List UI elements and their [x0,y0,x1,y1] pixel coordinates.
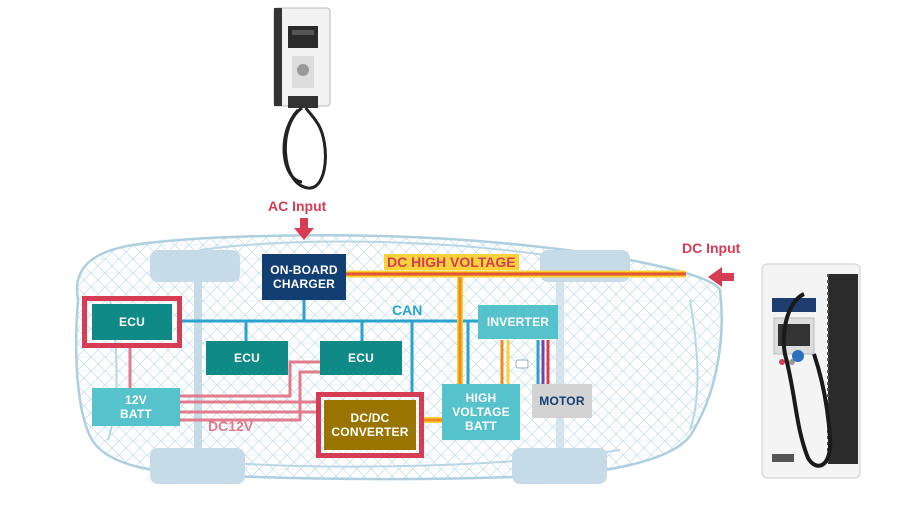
dc12v-label: DC12V [208,418,254,434]
ecu-middle-block: ECU [206,341,288,375]
dc-input-label: DC Input [682,240,741,256]
dc-high-voltage-label: DC HIGH VOLTAGE [384,254,519,270]
high-voltage-batt-block: HIGH VOLTAGE BATT [442,384,520,440]
ac-wall-charger-icon [273,7,331,190]
ac-input-label: AC Input [268,198,327,214]
dc-input-arrow-icon [708,267,734,287]
inverter-block: INVERTER [478,305,558,339]
motor-block: MOTOR [532,384,592,418]
ecu-main-block: ECU [92,304,172,340]
dc-quick-charger-icon [761,263,861,479]
ecu-right-block: ECU [320,341,402,375]
batt-12v-block: 12V BATT [92,388,180,426]
onboard-charger-block: ON-BOARD CHARGER [262,254,346,300]
ac-input-arrow-icon [294,218,314,240]
dcdc-converter-frame [316,392,424,458]
ecu-main-frame [82,296,182,348]
can-label: CAN [392,302,423,318]
dcdc-converter-block: DC/DC CONVERTER [324,400,416,450]
